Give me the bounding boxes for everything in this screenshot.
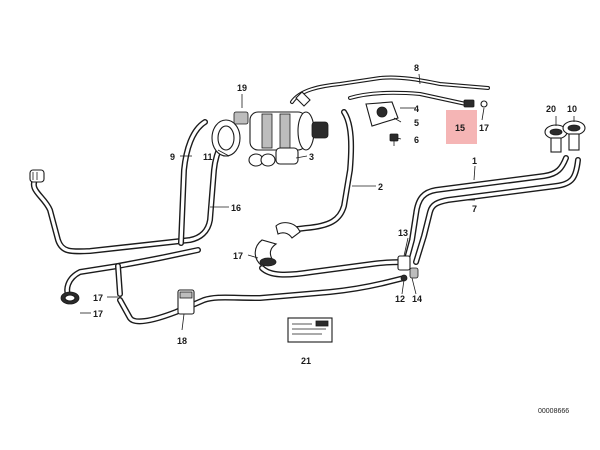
callout-12: 12 [395, 294, 405, 304]
callout-17-middle: 17 [233, 251, 243, 261]
highlight-box-part-15 [446, 110, 477, 144]
callout-21: 21 [301, 356, 311, 366]
hose-connection-3 [248, 153, 276, 167]
filler-cap-10 [562, 120, 586, 151]
callout-7: 7 [472, 204, 477, 214]
info-label-21 [287, 317, 333, 343]
catalog-number: 00008666 [538, 408, 569, 415]
hose-line-lower-left [64, 247, 201, 301]
callout-19: 19 [237, 83, 247, 93]
banjo-bolt-15 [463, 99, 488, 108]
callout-4: 4 [414, 104, 419, 114]
hose-clamp [211, 111, 249, 157]
callout-16: 16 [231, 203, 241, 213]
hose-line-1-7 [403, 155, 581, 265]
callout-11: 11 [203, 152, 213, 162]
callout-13: 13 [398, 228, 408, 238]
pipe-connector-12-13-14 [397, 255, 419, 282]
hose-line-2 [287, 109, 355, 233]
callout-14: 14 [412, 294, 422, 304]
pump-body [249, 91, 329, 165]
leader-lines [80, 73, 575, 331]
callout-5: 5 [414, 118, 419, 128]
callout-1: 1 [472, 156, 477, 166]
callout-6: 6 [414, 135, 419, 145]
callout-17-upper-right: 17 [479, 123, 489, 133]
callout-15: 15 [455, 123, 465, 133]
callout-3: 3 [309, 152, 314, 162]
callout-9: 9 [170, 152, 175, 162]
callouts: 19 8 4 5 6 9 11 3 2 16 1 7 17 13 12 14 1… [93, 63, 577, 366]
filler-cap-20 [544, 124, 568, 153]
hose-line-8 [290, 75, 490, 106]
clamp-bracket [177, 289, 195, 315]
end-fitting-left [29, 169, 45, 183]
callout-18: 18 [177, 336, 187, 346]
callout-10: 10 [567, 104, 577, 114]
elbow-fitting-middle [254, 222, 301, 267]
callout-17-lower-1: 17 [93, 293, 103, 303]
callout-2: 2 [378, 182, 383, 192]
callout-8: 8 [414, 63, 419, 73]
hose-line-bottom [117, 259, 409, 325]
bolt [389, 133, 399, 146]
mounting-bracket [365, 101, 399, 127]
callout-17-lower-2: 17 [93, 309, 103, 319]
elbow-fitting-lower-left [60, 291, 80, 305]
callout-20: 20 [546, 104, 556, 114]
hose-line-9-16 [30, 119, 238, 255]
